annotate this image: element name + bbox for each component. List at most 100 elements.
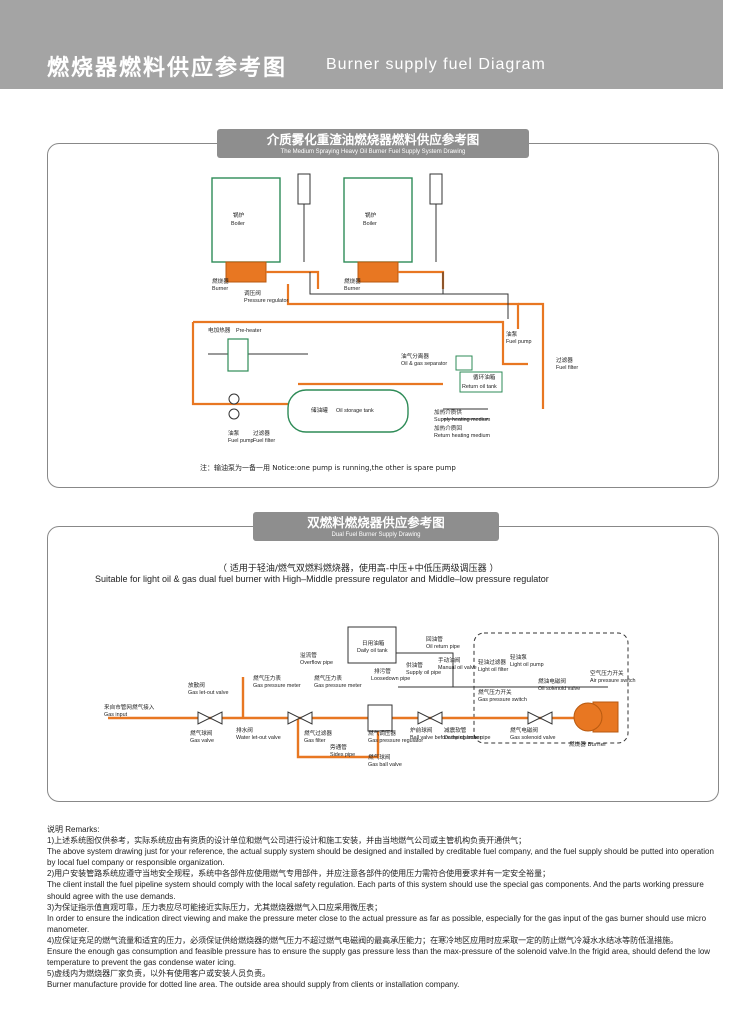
burner-left-en: Burner <box>212 286 228 292</box>
heavy-oil-title-en: The Medium Spraying Heavy Oil Burner Fue… <box>280 149 466 155</box>
boiler-left-zh: 锅炉 <box>233 211 245 219</box>
dual-fuel-title-en: Dual Fuel Burner Supply Drawing <box>331 532 421 538</box>
gas-input-zh: 来自市管网燃气接入 <box>104 703 155 711</box>
burner-right <box>357 261 399 283</box>
return-heat-en: Return heating medium <box>434 433 491 439</box>
manufacturer-area <box>473 632 629 744</box>
overflow-en: Overflow pipe <box>300 660 333 666</box>
daily-tank-zh: 日用油箱 <box>362 639 385 647</box>
gauge2-zh: 燃气压力表 <box>314 674 342 682</box>
dual-fuel-diagram: 日用油箱 Daily oil tank 燃烧器 Burner 来自市管网燃气接入… <box>104 626 636 768</box>
ball-valve-zh: 燃气球阀 <box>368 753 391 761</box>
filter-right-en: Fuel filter <box>556 365 578 371</box>
gas-switch-zh: 燃气压力开关 <box>478 688 512 696</box>
gas-valve-icon <box>197 711 212 725</box>
ball-before-en: Ball valve before the chamber <box>410 735 482 741</box>
pump-right-zh: 油泵 <box>506 330 518 338</box>
remarks-line: 3)为保证指示值直观可靠，压力表应尽可能接近实际压力，尤其燃烧器燃气入口应采用微… <box>47 902 383 912</box>
page-subtitle: Burner supply fuel Diagram <box>326 56 546 73</box>
return-pipe-en: Oil return pipe <box>426 644 460 650</box>
gauge-left <box>297 173 311 205</box>
gas-filter-en: Gas filter <box>304 738 326 744</box>
pre-heater <box>227 338 249 372</box>
gas-switch-en: Gas pressure switch <box>478 697 527 703</box>
boiler-right-en: Boiler <box>363 221 377 227</box>
gauge-zh: 燃气压力表 <box>253 674 281 682</box>
filter-right-zh: 过滤器 <box>556 356 573 364</box>
return-heat-zh: 加热介质回 <box>434 424 462 432</box>
gauge2-en: Gas pressure meter <box>314 683 362 689</box>
separator-en: Oil & gas separator <box>401 361 447 367</box>
remarks-line: Ensure the enough gas consumption and fe… <box>47 947 711 968</box>
ball-before-valve-icon <box>417 711 432 725</box>
remarks-line: 4)应保证充足的燃气流量和适宜的压力，必须保证供给燃烧器的燃气压力不超过燃气电磁… <box>47 935 679 945</box>
oil-solenoid-zh: 燃油电磁阀 <box>538 677 566 685</box>
fuel-pump-1 <box>228 393 240 405</box>
ball-valve-en: Gas ball valve <box>368 762 402 768</box>
gas-solenoid-en: Gas solenoid valve <box>510 735 556 741</box>
sides-pipe-zh: 旁通管 <box>330 743 347 751</box>
heater-en: Pre-heater <box>236 328 262 334</box>
gas-solenoid-zh: 燃气电磁阀 <box>510 726 538 734</box>
water-valve-zh: 排水阀 <box>236 726 253 734</box>
gas-solenoid-icon <box>527 711 542 725</box>
dual-fuel-caption-zh: （ 适用于轻油/燃气双燃料燃烧器，使用高-中压+中低压两级调压器 ） <box>218 564 499 574</box>
supply-pipe-en: Supply oil pipe <box>406 670 441 676</box>
pressure-reg-zh: 调压阀 <box>244 289 261 297</box>
remarks-line: 说明 Remarks: <box>47 825 100 834</box>
overflow-zh: 溢流管 <box>300 651 317 659</box>
boiler-right-zh: 锅炉 <box>365 211 377 219</box>
boiler-left <box>211 177 281 263</box>
manual-valve-en: Manual oil valve <box>438 665 477 671</box>
filter-zh: 过滤器 <box>253 429 270 437</box>
supply-pipe-zh: 供油管 <box>406 661 423 669</box>
tank-zh: 储油罐 <box>311 406 328 414</box>
remarks-line: In order to ensure the indication direct… <box>47 913 707 934</box>
gas-regulator <box>367 704 393 732</box>
daily-tank-en: Daily oil tank <box>357 648 388 654</box>
ball-before-zh: 炉前球阀 <box>410 726 433 734</box>
pump-zh: 油泵 <box>228 429 240 437</box>
regulator-en: Gas pressure regulator <box>368 738 423 744</box>
vent-zh: 放散阀 <box>188 681 205 689</box>
oil-solenoid-en: Oil solenoid valve <box>538 686 580 692</box>
pressure-reg-en: Pressure regulator <box>244 298 289 304</box>
pump-right-en: Fuel pump <box>506 339 531 345</box>
burner-right-en: Burner <box>344 286 360 292</box>
pump-en: Fuel pump <box>228 438 253 444</box>
supply-heat-zh: 加热介质供 <box>434 408 462 416</box>
burner-left-zh: 燃烧器 <box>212 277 229 285</box>
loose-pipe-en: Loosedown pipe <box>371 676 410 682</box>
tank-en: Oil storage tank <box>336 408 374 414</box>
hose-en: Damping hose pipe <box>444 735 490 741</box>
oil-pump-zh: 轻油泵 <box>510 653 527 661</box>
oil-pump-en: Light oil pump <box>510 662 544 668</box>
burner-label: 燃烧器 Burner <box>569 740 607 748</box>
heavy-oil-diagram: 锅炉 Boiler 锅炉 Boiler 燃烧器 Burner 燃烧器 Burne… <box>191 173 578 472</box>
return-oil-tank <box>459 371 503 393</box>
gas-valve-en: Gas valve <box>190 738 214 744</box>
regulator-zh: 燃气调压器 <box>368 729 396 737</box>
oil-gas-separator <box>455 355 473 371</box>
page-header: 燃烧器燃料供应参考图 Burner supply fuel Diagram <box>0 0 723 89</box>
dual-fuel-diagram-tag: 双燃料燃烧器供应参考图 Dual Fuel Burner Supply Draw… <box>253 512 499 541</box>
daily-oil-tank <box>347 626 397 664</box>
burner-fan <box>573 702 603 732</box>
boiler-right <box>343 177 413 263</box>
heavy-oil-diagram-tag: 介质雾化重渣油燃烧器燃料供应参考图 The Medium Spraying He… <box>217 129 529 158</box>
remarks-line: 1)上述系统图仅供参考，实际系统应由有资质的设计单位和燃气公司进行设计和施工安装… <box>47 836 527 846</box>
burner-right-zh: 燃烧器 <box>344 277 361 285</box>
heavy-oil-title-zh: 介质雾化重渣油燃烧器燃料供应参考图 <box>266 132 480 147</box>
gas-input-en: Gas input <box>104 712 128 718</box>
remarks-line: Burner manufacture provide for dotted li… <box>47 980 460 990</box>
light-filter-zh: 轻油过滤器 <box>478 658 506 666</box>
dual-fuel-title-zh: 双燃料燃烧器供应参考图 <box>307 515 445 530</box>
return-pipe-zh: 回油管 <box>426 635 443 643</box>
separator-zh: 油气分离器 <box>401 352 429 360</box>
air-switch-en: Air pressure switch <box>590 678 636 684</box>
vent-en: Gas let-out valve <box>188 690 228 696</box>
gauge-en: Gas pressure meter <box>253 683 301 689</box>
remarks-line: 5)虚线内为燃烧器厂家负责，以外有使用客户或安装人员负责。 <box>47 969 271 979</box>
heavy-oil-diagram-panel: 锅炉 Boiler 锅炉 Boiler 燃烧器 Burner 燃烧器 Burne… <box>47 143 719 488</box>
remarks-block: 说明 Remarks: 1)上述系统图仅供参考，实际系统应由有资质的设计单位和燃… <box>47 824 717 990</box>
